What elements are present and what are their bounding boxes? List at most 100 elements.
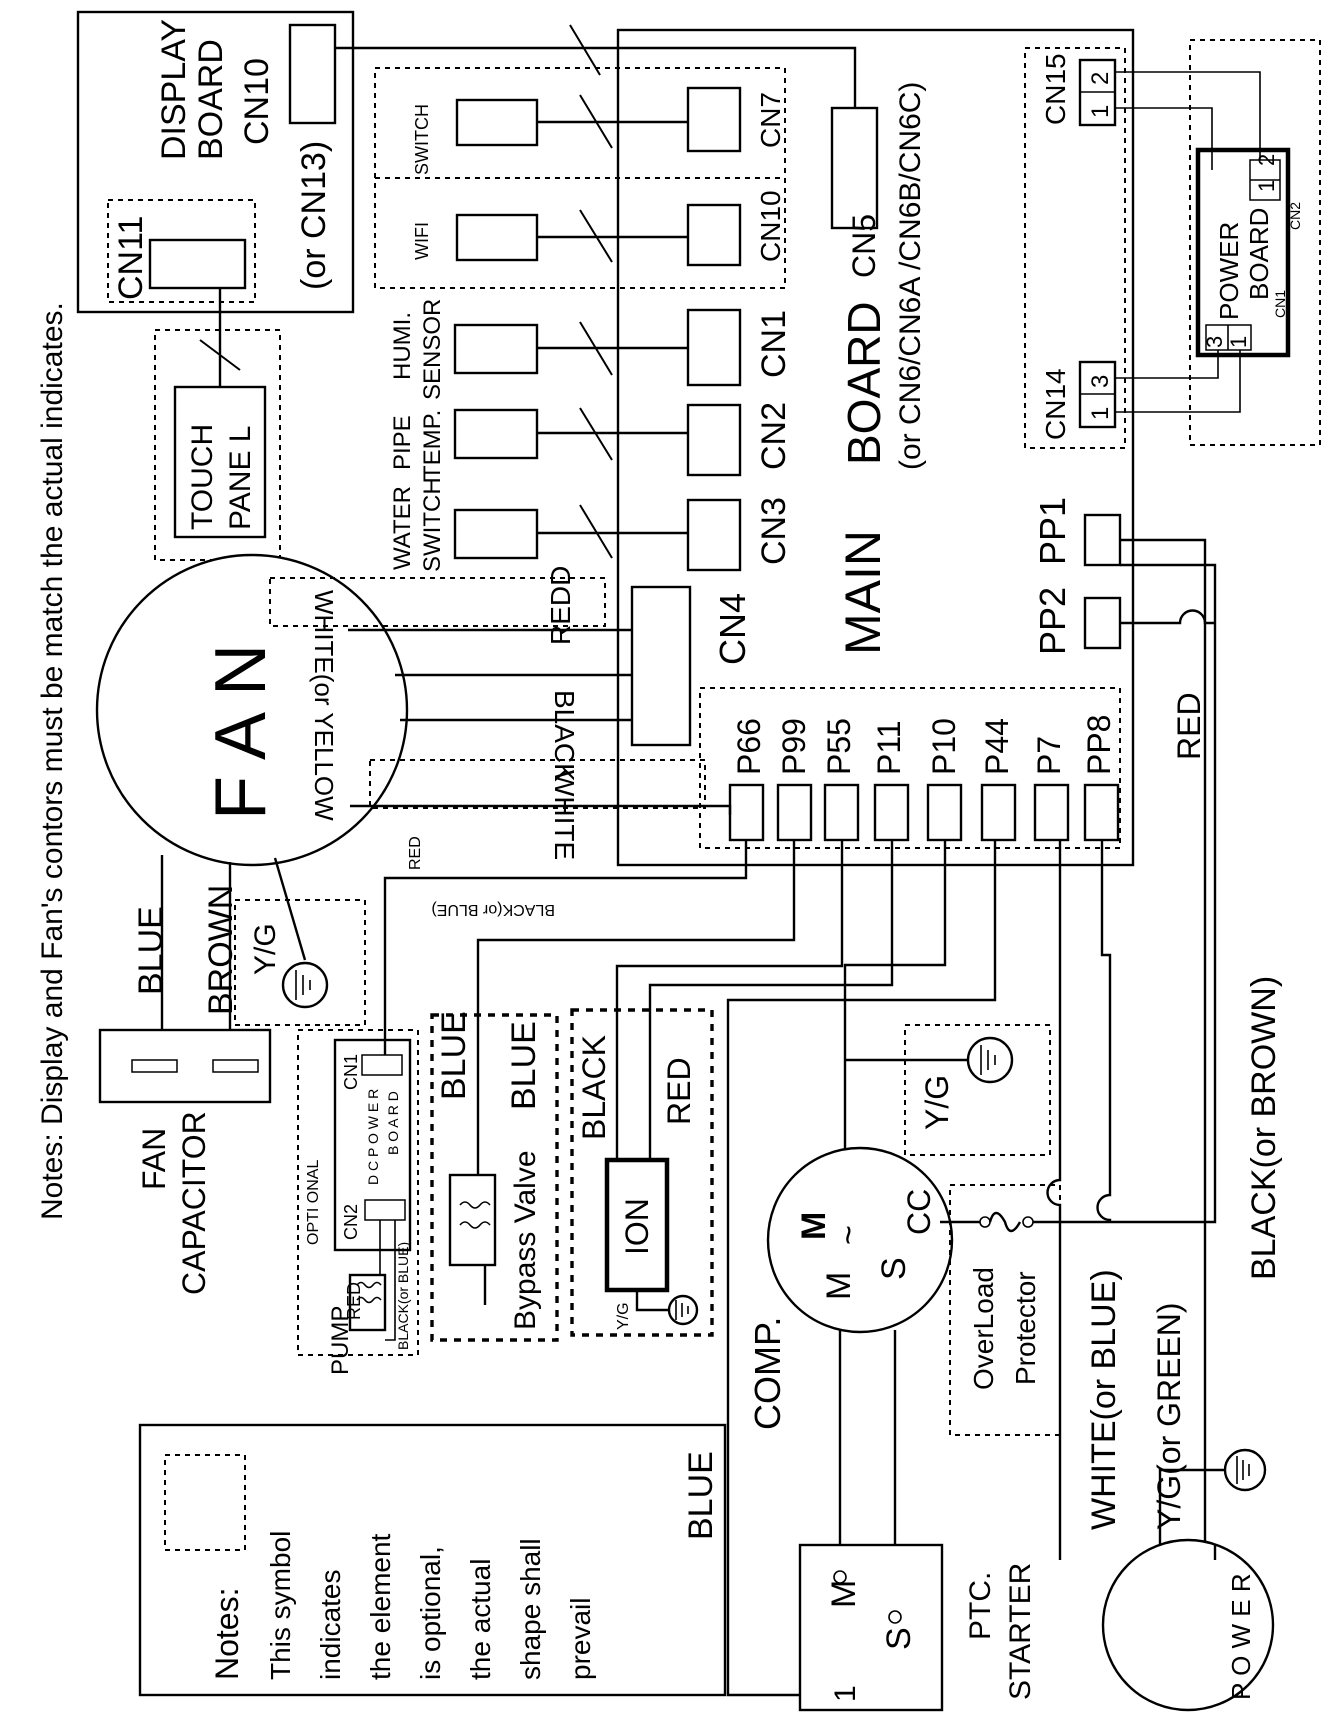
wire-blue-left-label: BLUE	[682, 1451, 720, 1540]
cn15-pin-1: 1	[1087, 105, 1114, 118]
display-cn11-connector	[148, 238, 247, 290]
cn10-connector	[686, 203, 742, 267]
comp-s-pin: S	[875, 1257, 913, 1280]
dc-power-title-2: B O A R D	[385, 1091, 401, 1155]
cn14-pin-1: 1	[1087, 407, 1114, 420]
water-label-1: WATER	[389, 486, 416, 570]
water-switch-box	[453, 508, 539, 560]
comp-m-big: M	[795, 1212, 833, 1240]
bypass-blue-2: BLUE	[505, 1021, 543, 1110]
fan-white-yellow-dashed	[269, 577, 606, 627]
notes-top: Notes: Display and Fan's contors must be…	[36, 302, 69, 1220]
cn1-connector	[686, 308, 742, 387]
fan-label: F A N	[201, 644, 281, 820]
fan-blue-label: BLUE	[132, 906, 170, 995]
ion-yg-label: Y/G	[615, 1302, 632, 1330]
touch-panel-line-1: TOUCH	[186, 424, 219, 530]
cn14-pin-3: 3	[1087, 375, 1114, 388]
ion-label: ION	[619, 1198, 655, 1255]
touch-panel-dashed	[154, 329, 281, 561]
comp-yg-label: Y/G	[919, 1075, 955, 1130]
fan-brown-label: BROWN	[202, 885, 240, 1015]
pipe-label-1: PIPE	[389, 415, 416, 470]
cn15-cn14-dashed	[1024, 47, 1126, 449]
fan-motor	[95, 553, 409, 867]
ion-red-label: RED	[661, 1057, 697, 1125]
touch-panel-box	[173, 385, 267, 539]
main-board-outline	[616, 28, 1135, 867]
main-label: MAIN	[835, 530, 891, 655]
power-board-cn1: CN1	[1272, 290, 1288, 318]
overload-line-1: OverLoad	[968, 1267, 999, 1390]
comp-yg-dashed	[904, 1024, 1051, 1156]
humi-sensor-box	[453, 323, 539, 375]
pp2-connector	[1083, 596, 1122, 650]
pp1-label: PP1	[1032, 497, 1073, 565]
cn7-connector	[686, 86, 742, 153]
pins-dashed-group	[699, 687, 1121, 849]
cn4-label: CN4	[712, 593, 753, 665]
fan-wire-white-yellow: WHITE(or YELLOW	[309, 590, 339, 821]
power-board-title-2: BOARD	[1244, 208, 1274, 300]
bypass-valve-label: Bypass Valve	[509, 1150, 542, 1330]
pin-pp8: PP8	[1081, 715, 1117, 775]
power-plug	[1101, 1538, 1275, 1712]
pp2-label: PP2	[1032, 587, 1073, 655]
power-board-pin-2: 2	[1254, 154, 1279, 166]
optional-label: OPTI ONAL	[305, 1160, 322, 1245]
power-board-pin-1a: 1	[1254, 180, 1279, 192]
pin-p7: P7	[1031, 736, 1067, 775]
overload-line-2: Protector	[1010, 1271, 1041, 1385]
cn3-label: CN3	[755, 497, 793, 565]
cn4-connector	[630, 585, 692, 747]
power-board-cn2: CN2	[1287, 202, 1303, 230]
optional-dashed	[297, 1029, 419, 1356]
power-label: P O W E R	[1226, 1573, 1256, 1700]
bypass-dashed	[430, 1013, 559, 1342]
humi-label-1: HUMI.	[389, 312, 416, 380]
bypass-coil	[448, 1173, 497, 1267]
legend-line-8: prevail	[565, 1598, 596, 1680]
wire-black-brown-label: BLACK(or BROWN)	[1245, 976, 1283, 1280]
wifi-sensor-box	[455, 213, 539, 262]
ptc-starter	[798, 1543, 944, 1712]
fan-capacitor-line-2: CAPACITOR	[176, 1111, 212, 1295]
display-cn11-label: CN11	[112, 216, 150, 300]
display-cn13-label: (or CN13)	[295, 141, 333, 290]
wire-red-right-label: RED	[1171, 692, 1207, 760]
compressor	[766, 1146, 954, 1334]
cn2-connector	[686, 403, 742, 477]
pipe-label-2: TEMP.	[419, 410, 446, 480]
legend-line-6: the actual	[465, 1559, 496, 1680]
board-label: BOARD	[838, 301, 890, 465]
display-board-title-1: DISPLAY	[155, 19, 193, 160]
pin-p55: P55	[821, 718, 857, 775]
fan-wire-red: REDD	[545, 566, 576, 645]
legend-line-5: is optional,	[415, 1546, 446, 1680]
power-board-dashed-outer	[1189, 39, 1321, 446]
fan-yg-label: Y/G	[249, 923, 282, 975]
comp-m-pin: M	[820, 1272, 858, 1300]
ptc-one-label: 1	[829, 1685, 862, 1702]
cn15-pin-2: 2	[1087, 72, 1114, 85]
fan-white-dashed	[369, 759, 706, 809]
fan-wire-black: BLACK	[549, 690, 580, 782]
touch-panel-line-2: PANE L	[224, 426, 257, 531]
board-alt-label: (or CN6/CN6A /CN6B/CN6C)	[894, 82, 927, 470]
cn14-label: CN14	[1040, 368, 1071, 440]
ptc-line-2: STARTER	[1004, 1563, 1037, 1700]
ion-dashed	[570, 1008, 714, 1337]
pipe-sensor-box	[453, 408, 539, 460]
ptc-line-1: PTC.	[964, 1572, 997, 1640]
dc-cn2-label: CN2	[341, 1204, 361, 1240]
display-cn10-label: CN10	[238, 58, 276, 145]
fan-capacitor-line-1: FAN	[136, 1128, 172, 1190]
fan-wire-black-blue: BLACK(or BLUE)	[431, 901, 555, 918]
legend-line-2: This symbol	[265, 1531, 296, 1680]
cn7-label: CN7	[755, 92, 786, 148]
display-cn11-dashed	[107, 199, 256, 303]
switch-sensor-box	[455, 98, 539, 147]
wifi-label: WIFI	[412, 222, 432, 260]
pin-p66: P66	[731, 718, 767, 775]
